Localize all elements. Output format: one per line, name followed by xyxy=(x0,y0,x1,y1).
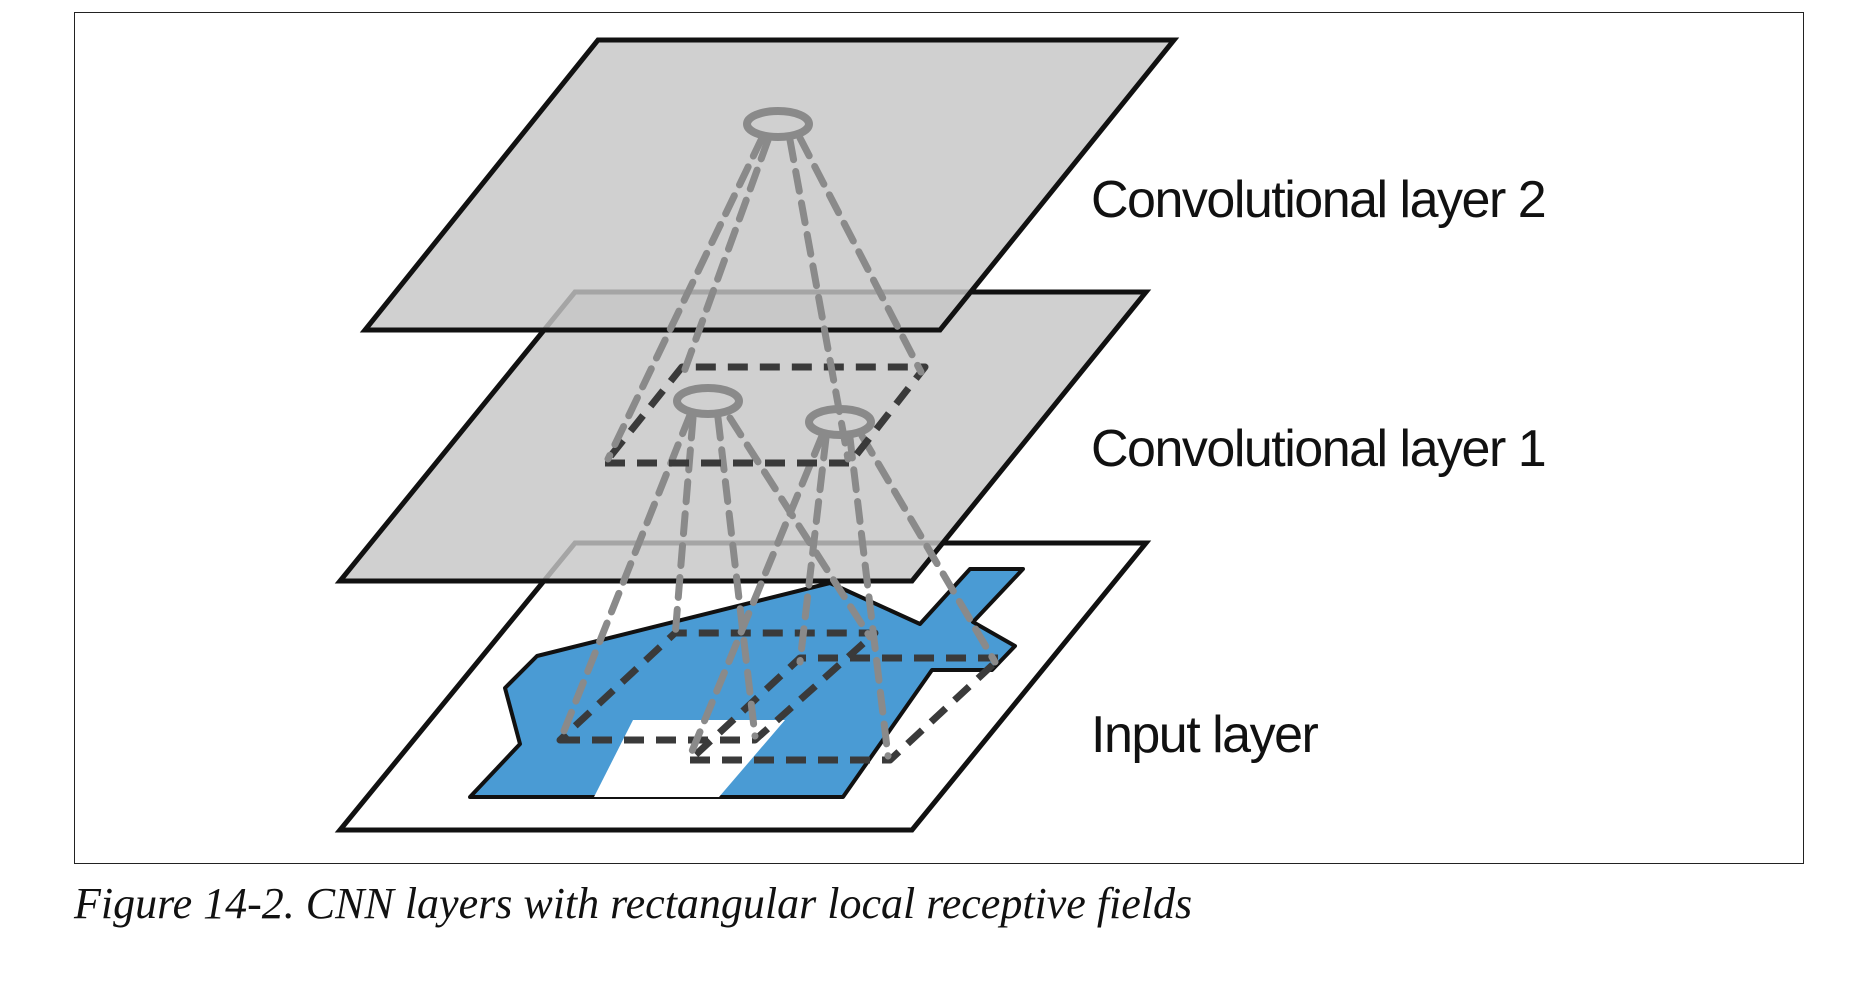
conv-layer-2-label: Convolutional layer 2 xyxy=(1091,171,1545,229)
conv2-projection-lines xyxy=(604,134,925,463)
conv2-neuron xyxy=(743,107,813,141)
figure-caption: Figure 14-2. CNN layers with rectangular… xyxy=(74,879,1193,928)
conv1-receptive-field xyxy=(601,363,929,467)
conv1-projection-lines xyxy=(558,411,999,760)
input-receptive-field-right xyxy=(686,654,1004,764)
conv-layer-1-label: Convolutional layer 1 xyxy=(1091,420,1545,478)
conv1-neuron-left xyxy=(673,384,743,418)
input-layer-label: Input layer xyxy=(1091,706,1318,764)
conv-layer-2-plane xyxy=(359,37,1180,333)
